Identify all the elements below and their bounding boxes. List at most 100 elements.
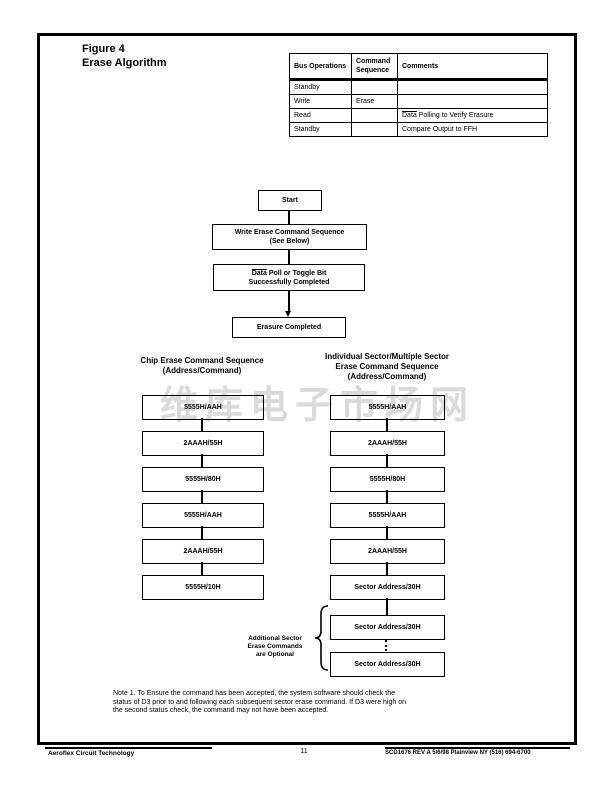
chip-seq-label-5: 2AAAH/55H	[183, 548, 223, 555]
optional-note-line2: Erase Commands	[247, 643, 303, 650]
flow-step-start-label: Start	[282, 197, 298, 204]
chip-heading-line2: (Address/Command)	[162, 366, 242, 375]
sector-seq-label-1: 5555H/AAH	[368, 404, 407, 411]
connector-line	[201, 562, 203, 575]
sector-seq-label-8: Sector Address/30H	[354, 661, 421, 668]
sector-seq-label-5: 2AAAH/55H	[368, 548, 407, 555]
cell-bus: Standby	[289, 122, 352, 137]
figure-title: Erase Algorithm	[82, 57, 167, 69]
chip-seq-box-4: 5555H/AAH	[142, 503, 264, 528]
note-text: Note 1. To Ensure the command has been a…	[113, 690, 513, 716]
cell-cmd	[351, 122, 398, 137]
table-row: Read Data Polling to Verify Erasure	[289, 108, 548, 123]
optional-commands-note: Additional Sector Erase Commands are Opt…	[236, 635, 314, 659]
sector-seq-box-5: 2AAAH/55H	[330, 539, 445, 564]
sector-sequence-heading: Individual Sector/Multiple Sector Erase …	[297, 352, 477, 382]
note-line2: status of D3 prior to and following each…	[113, 698, 406, 706]
chip-seq-label-3: 5555H/80H	[185, 476, 221, 483]
watermark-text: 维库电子市场网	[160, 385, 476, 427]
chip-seq-box-2: 2AAAH/55H	[142, 431, 264, 456]
comment-rest: Polling to Verify Erasure	[416, 112, 494, 119]
connector-line	[201, 418, 203, 431]
footer-left-rule	[45, 747, 212, 749]
flow-step2-line1: Write Erase Command Sequence	[234, 229, 345, 236]
chip-seq-box-5: 2AAAH/55H	[142, 539, 264, 564]
cell-comment	[397, 94, 548, 109]
flow-step-write-erase: Write Erase Command Sequence (See Below)	[212, 224, 367, 250]
table-header-row: Bus Operations Command Sequence Comments	[289, 53, 548, 81]
connector-line	[288, 211, 290, 224]
note-line3: the second status check, the command may…	[113, 707, 329, 714]
connector-line	[386, 490, 388, 503]
cell-comment: Compare Output to FFH	[397, 122, 548, 137]
connector-line	[288, 291, 290, 312]
optional-note-line3: are Optional	[256, 651, 294, 658]
chip-seq-label-4: 5555H/AAH	[184, 512, 222, 519]
chip-seq-box-6: 5555H/10H	[142, 575, 264, 600]
cell-comment: Data Polling to Verify Erasure	[397, 108, 548, 123]
sector-seq-label-7: Sector Address/30H	[354, 624, 421, 631]
chip-seq-box-1: 5555H/AAH	[142, 395, 264, 420]
cell-cmd	[351, 108, 398, 123]
left-brace-icon	[314, 605, 329, 671]
header-bus-operations: Bus Operations	[289, 53, 352, 81]
flow-step3-line1: Data Poll or Toggle Bit	[252, 269, 327, 278]
sector-seq-label-2: 2AAAH/55H	[368, 440, 407, 447]
flow-step-erasure-completed: Erasure Completed	[232, 317, 346, 338]
connector-line	[386, 526, 388, 539]
table-row: Standby Compare Output to FFH	[289, 122, 548, 137]
connector-line	[386, 418, 388, 431]
sector-seq-box-4: 5555H/AAH	[330, 503, 445, 528]
chip-sequence-heading: Chip Erase Command Sequence (Address/Com…	[112, 356, 292, 376]
sector-seq-box-6: Sector Address/30H	[330, 575, 445, 600]
dotted-connector-line	[385, 640, 387, 651]
sector-heading-line3: (Address/Command)	[347, 372, 427, 381]
flow-step4-label: Erasure Completed	[256, 324, 322, 331]
sector-seq-label-3: 5555H/80H	[369, 476, 406, 483]
footer-company: Aeroflex Circuit Technology	[48, 750, 135, 757]
flow-step3-line2: Successfully Completed	[248, 278, 330, 286]
connector-line	[201, 526, 203, 539]
down-arrowhead-icon	[285, 311, 291, 317]
sector-seq-box-3: 5555H/80H	[330, 467, 445, 492]
figure-title-block: Figure 4 Erase Algorithm	[82, 42, 167, 70]
chip-seq-label-2: 2AAAH/55H	[183, 440, 223, 447]
header-comments: Comments	[397, 53, 548, 81]
connector-line	[386, 454, 388, 467]
sector-seq-label-4: 5555H/AAH	[368, 512, 407, 519]
sector-seq-box-7: Sector Address/30H	[330, 615, 445, 640]
footer-doc-info: SCD1676 REV A 5/6/98 Plainview NY (516) …	[385, 750, 531, 756]
note-line1: Note 1. To Ensure the command has been a…	[113, 690, 395, 697]
flow-step2-line2: (See Below)	[269, 238, 310, 245]
chip-seq-label-6: 5555H/10H	[185, 584, 221, 591]
cell-cmd: Erase	[351, 94, 398, 109]
sector-seq-box-1: 5555H/AAH	[330, 395, 445, 420]
optional-note-line1: Additional Sector	[248, 635, 302, 642]
connector-line	[386, 598, 388, 615]
cell-comment	[397, 79, 548, 95]
connector-line	[201, 490, 203, 503]
footer-right-rule	[385, 747, 570, 749]
sector-seq-box-2: 2AAAH/55H	[330, 431, 445, 456]
connector-line	[386, 562, 388, 575]
cell-bus: Read	[289, 108, 352, 123]
sector-seq-label-6: Sector Address/30H	[354, 584, 421, 591]
flow-step-start: Start	[258, 190, 322, 211]
sector-heading-line1: Individual Sector/Multiple Sector	[324, 352, 450, 361]
overlined-data-word: Data	[402, 112, 417, 119]
flow-step-data-poll: Data Poll or Toggle Bit Successfully Com…	[213, 264, 365, 291]
chip-heading-line1: Chip Erase Command Sequence	[140, 356, 264, 365]
chip-seq-label-1: 5555H/AAH	[184, 404, 222, 411]
connector-line	[201, 454, 203, 467]
flow-step3-line1-rest: Poll or Toggle Bit	[266, 269, 327, 277]
sector-seq-box-8: Sector Address/30H	[330, 652, 445, 677]
header-command-sequence: Command Sequence	[351, 53, 398, 81]
overlined-data-word: Data	[251, 269, 267, 277]
cell-bus: Write	[289, 94, 352, 109]
cell-bus: Standby	[289, 79, 352, 95]
connector-line	[288, 250, 290, 264]
chip-seq-box-3: 5555H/80H	[142, 467, 264, 492]
page-border	[37, 33, 577, 745]
bus-operations-table: Bus Operations Command Sequence Comments…	[289, 53, 548, 137]
table-row: Standby	[289, 79, 548, 95]
